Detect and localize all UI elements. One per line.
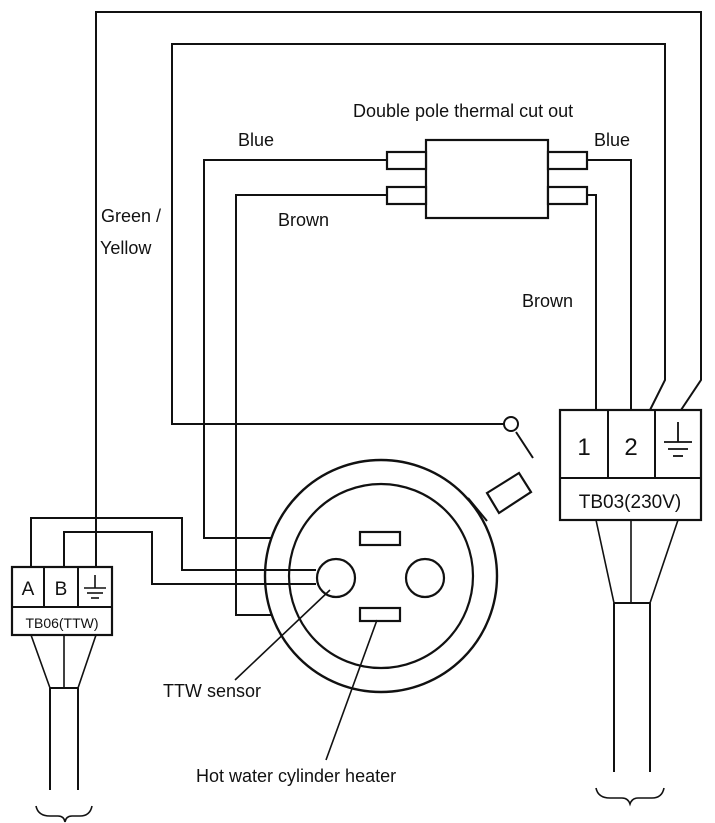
tb06-label: TB06(TTW) (25, 615, 98, 631)
ttw-sensor-pocket (315, 557, 357, 599)
terminal-block-tb03: 1 2 TB03(230V) (558, 408, 703, 522)
wire-brown-right (587, 194, 597, 410)
tb03-cable-brace (595, 787, 665, 807)
thermal-cutout-body (424, 138, 550, 220)
earth-wire-cylinder (171, 43, 666, 459)
brown-wire-right-label: Brown (522, 291, 573, 311)
tb03-terminal-2: 2 (624, 434, 637, 461)
tb03-cable (595, 519, 679, 807)
ttw-wire-b (63, 531, 316, 585)
thermal-cutout-pin-top-right (546, 150, 589, 171)
tb03-terminal-1: 1 (577, 434, 590, 461)
ttw-sensor-label: TTW sensor (163, 681, 261, 701)
earth-terminal-ring (503, 416, 519, 432)
heater-label: Hot water cylinder heater (196, 766, 396, 786)
heater-element-terminal-top (358, 530, 402, 547)
tb06-terminal-a: A (22, 579, 35, 600)
tb06-cable (30, 634, 97, 823)
heater-inner-ring (287, 482, 475, 670)
tb06-cable-brace (35, 805, 93, 823)
thermal-cutout-pin-top-left (385, 150, 428, 171)
heater-element-terminal-bottom (358, 606, 402, 623)
ttw-sensor-leader (234, 589, 331, 681)
tb03-label: TB03(230V) (579, 492, 681, 513)
brown-wire-left-label: Brown (278, 210, 329, 230)
thermal-cutout-pin-bottom-left (385, 185, 428, 206)
blue-wire-left-label: Blue (238, 130, 274, 150)
earth-ground-icon (664, 422, 692, 457)
tb06-terminal-b: B (55, 579, 68, 600)
green-yellow-label-line1: Green / (101, 206, 161, 226)
wire-blue-right (587, 159, 632, 410)
earth-wire-green-yellow (95, 11, 702, 567)
thermal-cutout-label: Double pole thermal cut out (353, 101, 573, 121)
heater-leader (325, 619, 378, 761)
terminal-block-tb06: A B TB06(TTW) (10, 565, 114, 637)
thermal-cutout-pin-bottom-right (546, 185, 589, 206)
heater-earth-stud (467, 471, 533, 522)
ttw-wire-a (30, 517, 316, 571)
blue-wire-right-label: Blue (594, 130, 630, 150)
heater-second-pocket (404, 557, 446, 599)
earth-ground-icon (84, 575, 106, 599)
green-yellow-label-line2: Yellow (100, 238, 152, 258)
